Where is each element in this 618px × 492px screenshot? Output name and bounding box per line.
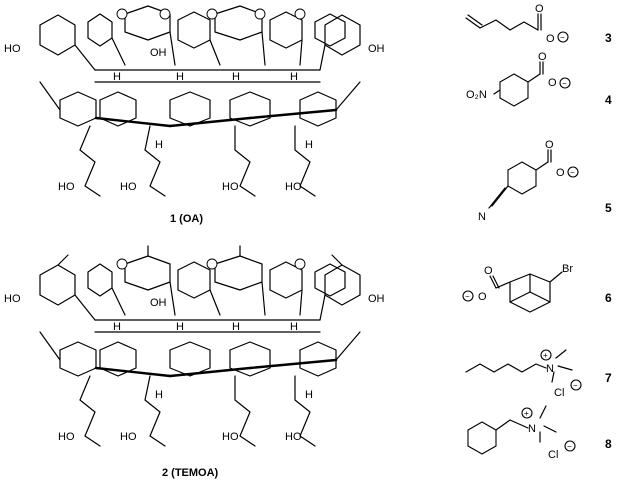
host-2-feet bbox=[79, 375, 316, 447]
guest-3-number: 3 bbox=[605, 31, 612, 45]
guest-3-structure bbox=[465, 13, 542, 31]
guest-6-number: 6 bbox=[605, 291, 612, 305]
guest-5-number: 5 bbox=[605, 201, 612, 215]
guest-4-number: 4 bbox=[605, 93, 612, 107]
host-2-foot-2: HO bbox=[120, 431, 137, 443]
host-1-feet bbox=[79, 125, 316, 197]
guest-8-plus: + bbox=[524, 409, 529, 418]
guest-5-o1: O bbox=[545, 139, 554, 151]
host-1-cooh-left: HO bbox=[4, 43, 21, 55]
host-2-h-2: H bbox=[176, 321, 184, 333]
guest-7-structure bbox=[465, 349, 573, 383]
host-1-cooh-right: OH bbox=[368, 43, 385, 55]
host-2-foot-3: HO bbox=[222, 431, 239, 443]
host-1-h-4: H bbox=[290, 71, 298, 83]
guest-6-structure bbox=[489, 271, 563, 313]
host-2-oh-inner: OH bbox=[150, 297, 167, 309]
guest-4-minus-circle bbox=[559, 77, 571, 89]
guest-7-minus: − bbox=[573, 381, 578, 390]
host-1-lower-rim bbox=[39, 81, 361, 128]
host-2-cooh-left: HO bbox=[4, 293, 21, 305]
guest-4-no2: O₂N bbox=[466, 89, 487, 101]
guest-7-minus-circle bbox=[570, 379, 582, 391]
guest-6-minus-circle bbox=[462, 290, 474, 302]
host-1-foot-2: HO bbox=[120, 181, 137, 193]
host-1-foot-1: HO bbox=[58, 181, 75, 193]
host-1-caption: 1 (OA) bbox=[170, 213, 203, 225]
host-1-foot-3: HO bbox=[222, 181, 239, 193]
guest-6-o2: O bbox=[478, 291, 487, 303]
guest-7-plus: + bbox=[543, 351, 548, 360]
guest-3-o2: O bbox=[546, 33, 555, 45]
guest-4-structure bbox=[493, 61, 544, 107]
host-1-walls bbox=[74, 31, 326, 83]
host-1-h-3: H bbox=[232, 71, 240, 83]
host-1-h-6: H bbox=[305, 139, 313, 151]
host-2-h-1: H bbox=[113, 321, 121, 333]
host-1-h-5: H bbox=[155, 139, 163, 151]
host-2-h-5: H bbox=[155, 389, 163, 401]
host-2-foot-4: HO bbox=[285, 431, 302, 443]
guest-6-o1: O bbox=[484, 265, 493, 277]
guest-7-n: N bbox=[546, 363, 554, 375]
guest-7-number: 7 bbox=[605, 371, 612, 385]
host-2-foot-1: HO bbox=[58, 431, 75, 443]
guest-4-o1: O bbox=[538, 51, 547, 63]
host-2-h-3: H bbox=[232, 321, 240, 333]
host-2-upper-rim bbox=[39, 245, 361, 306]
host-2-lower-rim bbox=[39, 331, 361, 378]
host-2-walls bbox=[74, 281, 326, 333]
host-1-h-2: H bbox=[176, 71, 184, 83]
guest-5-structure bbox=[488, 149, 552, 209]
guest-3-minus: − bbox=[560, 33, 565, 42]
guest-8-structure bbox=[467, 405, 557, 455]
guest-8-minus-circle bbox=[564, 440, 576, 452]
host-1-oh-inner: OH bbox=[150, 47, 167, 59]
guest-5-minus-circle bbox=[567, 166, 579, 178]
guest-8-minus: − bbox=[567, 442, 572, 451]
guest-7-plus-circle bbox=[540, 349, 552, 361]
host-1-h-1: H bbox=[113, 71, 121, 83]
guest-6-minus: − bbox=[465, 292, 470, 301]
guest-6-br: Br bbox=[562, 263, 573, 275]
host-2-caption: 2 (TEMOA) bbox=[162, 467, 219, 479]
guest-4-o2: O bbox=[548, 77, 557, 89]
guest-5-minus: − bbox=[570, 168, 575, 177]
guest-7-cl: Cl bbox=[554, 387, 564, 399]
host-2-h-6: H bbox=[305, 389, 313, 401]
guest-8-cl: Cl bbox=[548, 449, 558, 461]
guest-5-o2: O bbox=[556, 167, 565, 179]
guest-8-plus-circle bbox=[521, 407, 533, 419]
guest-5-n: N bbox=[478, 211, 486, 223]
guest-8-number: 8 bbox=[605, 437, 612, 451]
guest-8-n: N bbox=[528, 423, 536, 435]
guest-4-minus: − bbox=[562, 79, 567, 88]
host-2-h-4: H bbox=[290, 321, 298, 333]
host-1-upper-rim bbox=[39, 5, 361, 56]
guest-3-minus-circle bbox=[557, 31, 569, 43]
host-1-structure bbox=[39, 5, 361, 197]
host-2-cooh-right: OH bbox=[368, 293, 385, 305]
host-1-foot-4: HO bbox=[285, 181, 302, 193]
host-2-structure bbox=[39, 245, 361, 447]
guest-3-o1: O bbox=[535, 3, 544, 15]
